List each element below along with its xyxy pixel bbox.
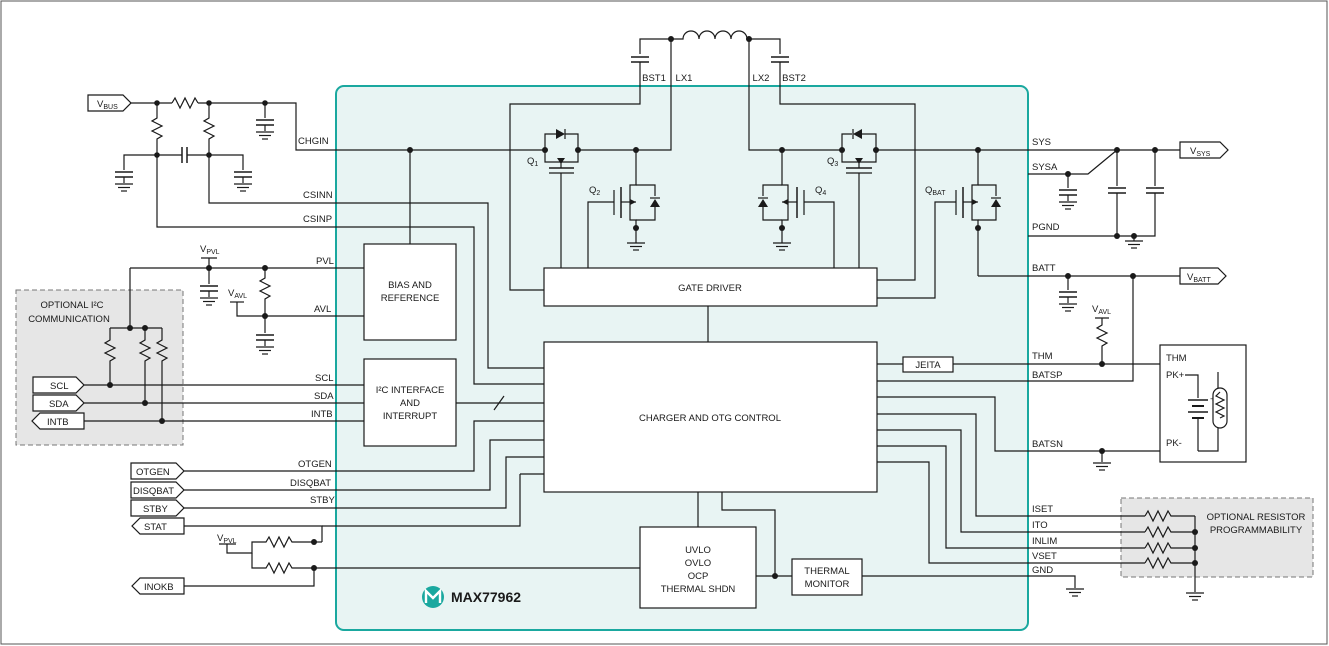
charger-otg-block: [543, 341, 878, 493]
thermistor: [1212, 387, 1228, 429]
label-q2: Q2: [589, 185, 600, 197]
bias-label-2: REFERENCE: [381, 293, 440, 304]
vavl-right: VAVL: [1092, 304, 1111, 316]
maxim-logo: [422, 586, 444, 608]
transistor-q2: [587, 147, 660, 268]
sda-port: SDA: [32, 394, 85, 412]
intb-port: INTB: [31, 412, 85, 430]
optional-resistor-box: [1120, 497, 1314, 578]
pin-gnd: GND: [1032, 565, 1053, 576]
pack-thm: THM: [1166, 353, 1187, 364]
thermal-label-1: THERMAL: [804, 566, 849, 577]
pin-batsn: BATSN: [1032, 439, 1063, 450]
vbatt-port: VBATT: [1179, 267, 1227, 285]
uvlo-label-4: THERMAL SHDN: [661, 584, 736, 595]
vsys-port: VSYS: [1179, 141, 1229, 159]
svg-text:SCL: SCL: [50, 381, 68, 392]
uvlo-label-2: OVLO: [685, 558, 711, 569]
bias-label-1: BIAS AND: [388, 280, 432, 291]
transistor-qbat: [877, 150, 1001, 299]
scl-port: SCL: [32, 376, 85, 394]
pin-lx2: LX2: [753, 73, 770, 84]
pin-disqbat: DISQBAT: [290, 478, 331, 489]
i2c-label-3: INTERRUPT: [383, 411, 438, 422]
inokb-port: INOKB: [131, 577, 185, 595]
pin-vset: VSET: [1032, 551, 1057, 562]
optional-resistor-title: OPTIONAL RESISTOR: [1207, 512, 1306, 523]
svg-text:DISQBAT: DISQBAT: [133, 486, 174, 497]
thermal-label-2: MONITOR: [805, 579, 850, 590]
i2c-interface-block: [363, 358, 457, 447]
pin-ito: ITO: [1032, 520, 1048, 531]
jeita-label: JEITA: [915, 360, 941, 371]
transistor-q1: [410, 129, 581, 268]
pin-iset: ISET: [1032, 504, 1053, 515]
pin-csinn: CSINN: [303, 190, 333, 201]
pin-chgin: CHGIN: [298, 136, 329, 147]
pack-pk-minus: PK-: [1166, 438, 1182, 449]
uvlo-label-3: OCP: [688, 571, 709, 582]
svg-text:INTB: INTB: [47, 417, 69, 428]
pin-sys: SYS: [1032, 137, 1051, 148]
pin-lx1: LX1: [676, 73, 693, 84]
optional-i2c-title: OPTIONAL I²C: [41, 300, 104, 311]
pack-pk-plus: PK+: [1166, 370, 1185, 381]
optional-resistor-title-2: PROGRAMMABILITY: [1210, 525, 1303, 536]
stat-port: STAT: [131, 517, 185, 535]
inductor: [671, 30, 749, 40]
pin-batt: BATT: [1032, 263, 1056, 274]
label-q1: Q1: [527, 156, 538, 168]
gate-driver-block: [543, 267, 878, 307]
svg-text:STAT: STAT: [144, 522, 167, 533]
vavl-left: VAVL: [228, 288, 247, 300]
vbus-port: VBUS: [87, 94, 132, 112]
charger-label: CHARGER AND OTG CONTROL: [639, 413, 781, 424]
pin-bst1: BST1: [642, 73, 666, 84]
label-q3: Q3: [827, 156, 838, 168]
pin-intb: INTB: [311, 409, 333, 420]
disqbat-port: DISQBAT: [130, 481, 185, 499]
pin-otgen: OTGEN: [298, 459, 332, 470]
pin-inlim: INLIM: [1032, 536, 1057, 547]
pin-batsp: BATSP: [1032, 370, 1062, 381]
pin-scl: SCL: [315, 373, 333, 384]
bias-reference-block: [363, 243, 457, 341]
pin-pgnd: PGND: [1032, 222, 1060, 233]
svg-text:INOKB: INOKB: [144, 582, 174, 593]
svg-text:STBY: STBY: [143, 504, 168, 515]
uvlo-block: [639, 526, 757, 609]
device-name: MAX77962: [451, 589, 521, 605]
thermal-monitor-block: [791, 558, 863, 596]
svg-text:OTGEN: OTGEN: [136, 467, 170, 478]
vpvl-top: VPVL: [200, 244, 220, 256]
pin-sda: SDA: [314, 391, 334, 402]
transistor-q3: [782, 129, 879, 268]
uvlo-label-1: UVLO: [685, 545, 711, 556]
pin-csinp: CSINP: [303, 214, 332, 225]
i2c-label-1: I²C INTERFACE: [376, 385, 445, 396]
label-q4: Q4: [815, 185, 826, 197]
optional-i2c-title-2: COMMUNICATION: [28, 314, 110, 325]
battery-pack: [1159, 344, 1247, 463]
stby-port: STBY: [130, 499, 185, 517]
pin-avl: AVL: [314, 304, 331, 315]
svg-text:SDA: SDA: [49, 399, 69, 410]
pin-sysa: SYSA: [1032, 162, 1058, 173]
pin-stby: STBY: [310, 495, 335, 506]
pin-thm: THM: [1032, 351, 1053, 362]
otgen-port: OTGEN: [130, 462, 185, 480]
transistor-q4: [758, 147, 835, 268]
gate-driver-label: GATE DRIVER: [678, 283, 742, 294]
pin-bst2: BST2: [782, 73, 806, 84]
vpvl-bottom: VPVL: [217, 533, 237, 545]
i2c-label-2: AND: [400, 398, 420, 409]
pin-pvl: PVL: [316, 256, 334, 267]
